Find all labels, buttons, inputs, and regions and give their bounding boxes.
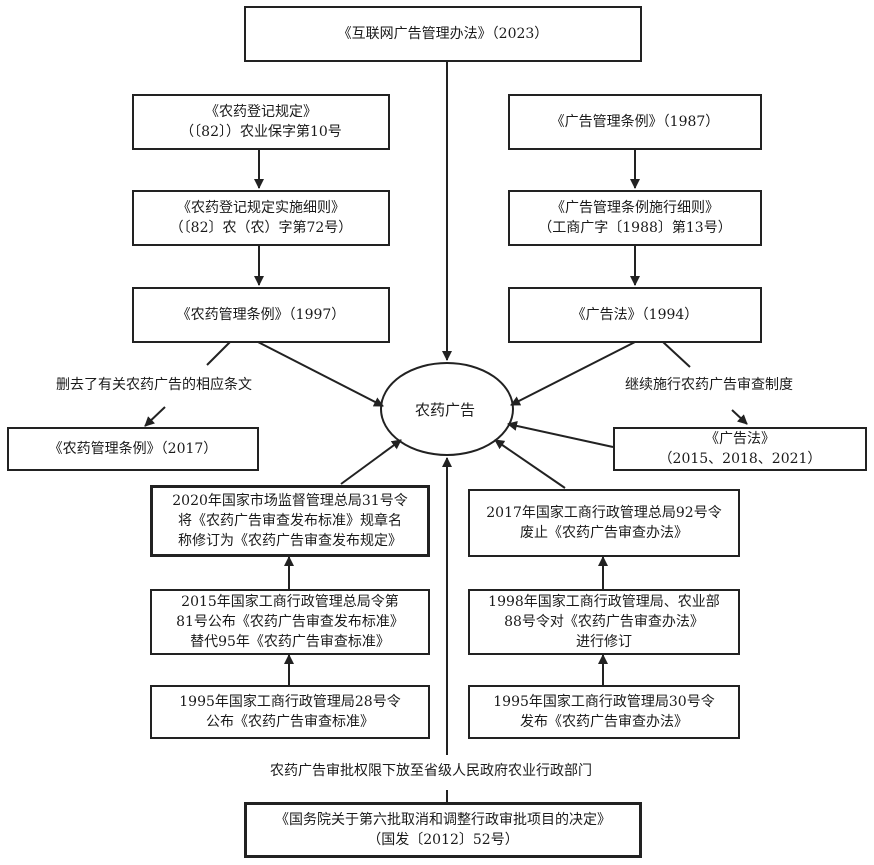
line-left-3-annotation	[206, 341, 231, 366]
center-ellipse	[380, 362, 514, 456]
right-chain-box-3: 《广告法》（1994）	[508, 287, 762, 343]
right-annotation: 继续施行农药广告审查制度	[625, 377, 793, 393]
box-line: 2020年国家市场监督管理总局31号令	[172, 493, 408, 509]
box-line: （2015、2018、2021）	[658, 451, 822, 467]
box-line: 《广告管理条例》（1987）	[550, 114, 720, 130]
left-result-box: 《农药管理条例》（2017）	[7, 427, 259, 471]
right-chain-box-1: 《广告管理条例》（1987）	[508, 94, 762, 150]
arrow-bottom-right-top-center	[494, 439, 566, 489]
box-line: 《广告法》	[705, 431, 775, 447]
box-line: 《广告管理条例施行细则》	[551, 200, 719, 216]
center-label: 农药广告	[415, 401, 476, 419]
box-line: （工商广字〔1988〕第13号）	[538, 220, 732, 236]
box-line: 1995年国家工商行政管理局30号令	[493, 694, 715, 710]
bottom-state-council-box: 《国务院关于第六批取消和调整行政审批项目的决定》 （国发〔2012〕52号）	[244, 802, 642, 858]
box-line: 81号公布《农药广告审查发布标准》	[176, 614, 404, 630]
box-line: 《农药管理条例》（1997）	[176, 307, 346, 323]
box-line: 进行修订	[576, 634, 632, 650]
top-law-text: 《互联网广告管理办法》（2023）	[337, 26, 549, 42]
bottom-left-box-3: 1995年国家工商行政管理局28号令 公布《农药广告审查标准》	[150, 685, 430, 739]
box-line: 称修订为《农药广告审查发布规定》	[178, 533, 402, 549]
box-line: 替代95年《农药广告审查标准》	[190, 634, 390, 650]
box-line: 将《农药广告审查发布标准》规章名	[178, 513, 402, 529]
box-line: 公布《农药广告审查标准》	[206, 714, 374, 730]
right-result-box: 《广告法》 （2015、2018、2021）	[613, 427, 867, 471]
box-line: 1995年国家工商行政管理局28号令	[179, 694, 401, 710]
box-line: 《农药登记规定实施细则》	[177, 200, 345, 216]
arrow-right-3-center	[510, 341, 636, 406]
arrow-bottom-left-top-center	[340, 439, 402, 485]
box-line: 88号令对《农药广告审查办法》	[504, 614, 704, 630]
box-line: 废止《农药广告审查办法》	[520, 525, 688, 541]
box-line: （〔82〕）农业保字第10号	[180, 124, 342, 140]
box-line: 1998年国家工商行政管理局、农业部	[488, 594, 720, 610]
left-result-text: 《农药管理条例》（2017）	[48, 441, 218, 457]
box-line: 发布《农药广告审查办法》	[520, 714, 688, 730]
box-line: 2015年国家工商行政管理总局令第	[181, 594, 399, 610]
box-line: 2017年国家工商行政管理总局92号令	[486, 505, 722, 521]
box-line: （〔82〕农（农）字第72号）	[169, 220, 353, 236]
left-chain-box-1: 《农药登记规定》 （〔82〕）农业保字第10号	[132, 94, 390, 150]
arrow-right-result-center	[507, 421, 614, 448]
left-chain-box-2: 《农药登记规定实施细则》 （〔82〕农（农）字第72号）	[132, 190, 390, 246]
line-right-3-annotation	[662, 341, 691, 368]
bottom-right-box-3: 1995年国家工商行政管理局30号令 发布《农药广告审查办法》	[468, 685, 740, 739]
left-annotation: 删去了有关农药广告的相应条文	[56, 377, 252, 393]
top-law-box: 《互联网广告管理办法》（2023）	[244, 6, 642, 62]
right-chain-box-2: 《广告管理条例施行细则》 （工商广字〔1988〕第13号）	[508, 190, 762, 246]
bottom-annotation: 农药广告审批权限下放至省级人民政府农业行政部门	[270, 763, 592, 779]
left-chain-box-3: 《农药管理条例》（1997）	[132, 287, 390, 343]
bottom-left-box-2: 2015年国家工商行政管理总局令第 81号公布《农药广告审查发布标准》 替代95…	[150, 589, 430, 655]
box-line: 《广告法》（1994）	[571, 307, 699, 323]
box-line: （国发〔2012〕52号）	[367, 832, 519, 848]
arrow-left-3-center	[257, 341, 384, 407]
bottom-right-box-2: 1998年国家工商行政管理局、农业部 88号令对《农药广告审查办法》 进行修订	[468, 589, 740, 655]
arrow-annotation-right-result	[731, 409, 748, 425]
box-line: 《农药登记规定》	[205, 104, 317, 120]
arrow-annotation-left-result	[144, 406, 166, 427]
box-line: 《国务院关于第六批取消和调整行政审批项目的决定》	[275, 812, 611, 828]
bottom-right-box-1: 2017年国家工商行政管理总局92号令 废止《农药广告审查办法》	[468, 489, 740, 557]
bottom-left-box-1: 2020年国家市场监督管理总局31号令 将《农药广告审查发布标准》规章名 称修订…	[150, 485, 430, 557]
